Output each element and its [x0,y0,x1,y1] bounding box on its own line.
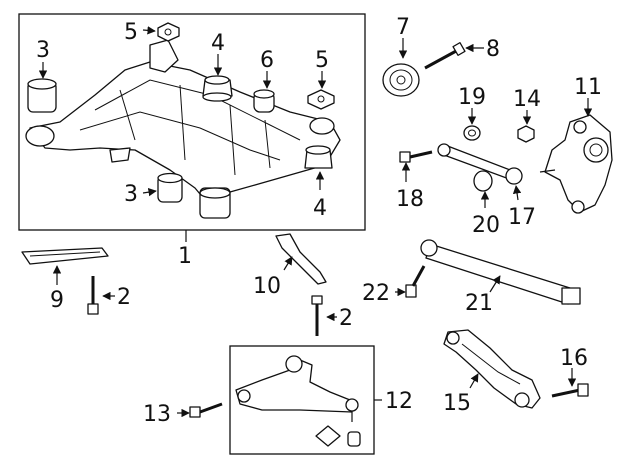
bushing-4-upper [202,75,233,102]
callout-8: 8 [486,37,500,62]
bolt-18 [399,150,433,163]
callout-22: 22 [362,281,390,306]
callout-2-center: 2 [339,306,353,331]
callout-9: 9 [50,288,64,313]
rear-subframe [25,39,341,219]
bolt-2-center [311,295,323,336]
bolt-2-left [87,276,99,315]
bracket-10 [275,233,327,285]
callout-15: 15 [443,391,471,416]
bushing-3-lower [157,172,183,203]
arm-21 [420,239,581,305]
callout-13: 13 [143,402,171,427]
callout-4-lower: 4 [313,196,327,221]
bushing-19 [463,125,481,141]
knuckle-11 [539,114,613,214]
callout-5-right: 5 [315,48,329,73]
callout-12: 12 [385,389,413,414]
damper-7 [382,63,420,97]
callout-19: 19 [458,85,486,110]
callout-18: 18 [396,187,424,212]
callout-10: 10 [253,274,281,299]
callout-17: 17 [508,205,536,230]
callout-20: 20 [472,213,500,238]
callout-4-upper: 4 [211,31,225,56]
callout-11: 11 [574,75,602,100]
bolt-8 [424,42,466,70]
callout-3-upper: 3 [36,38,50,63]
bushing-4-lower [304,145,333,169]
callout-leaders [38,26,593,418]
callout-2-left: 2 [117,285,131,310]
bracket-9 [21,247,109,265]
lower-arm-12 [235,355,361,447]
bushing-6 [253,89,275,113]
bolt-16 [551,383,589,398]
trailing-arm-15 [443,329,541,409]
callout-3-lower: 3 [124,182,138,207]
nut-14 [517,125,535,143]
callout-14: 14 [513,87,541,112]
callout-5-upper: 5 [124,20,138,45]
nut-5-right [307,89,335,110]
callout-21: 21 [465,291,493,316]
bolt-13 [189,402,223,418]
callout-16: 16 [560,346,588,371]
bolt-22 [405,265,426,298]
bushing-3-upper [27,78,57,113]
callout-6: 6 [260,48,274,73]
bushing-20 [473,170,493,192]
link-17 [437,143,523,185]
callout-7: 7 [396,15,410,40]
subframe-group-box [18,13,366,231]
callout-1: 1 [178,244,192,269]
nut-5-upper [157,22,180,42]
